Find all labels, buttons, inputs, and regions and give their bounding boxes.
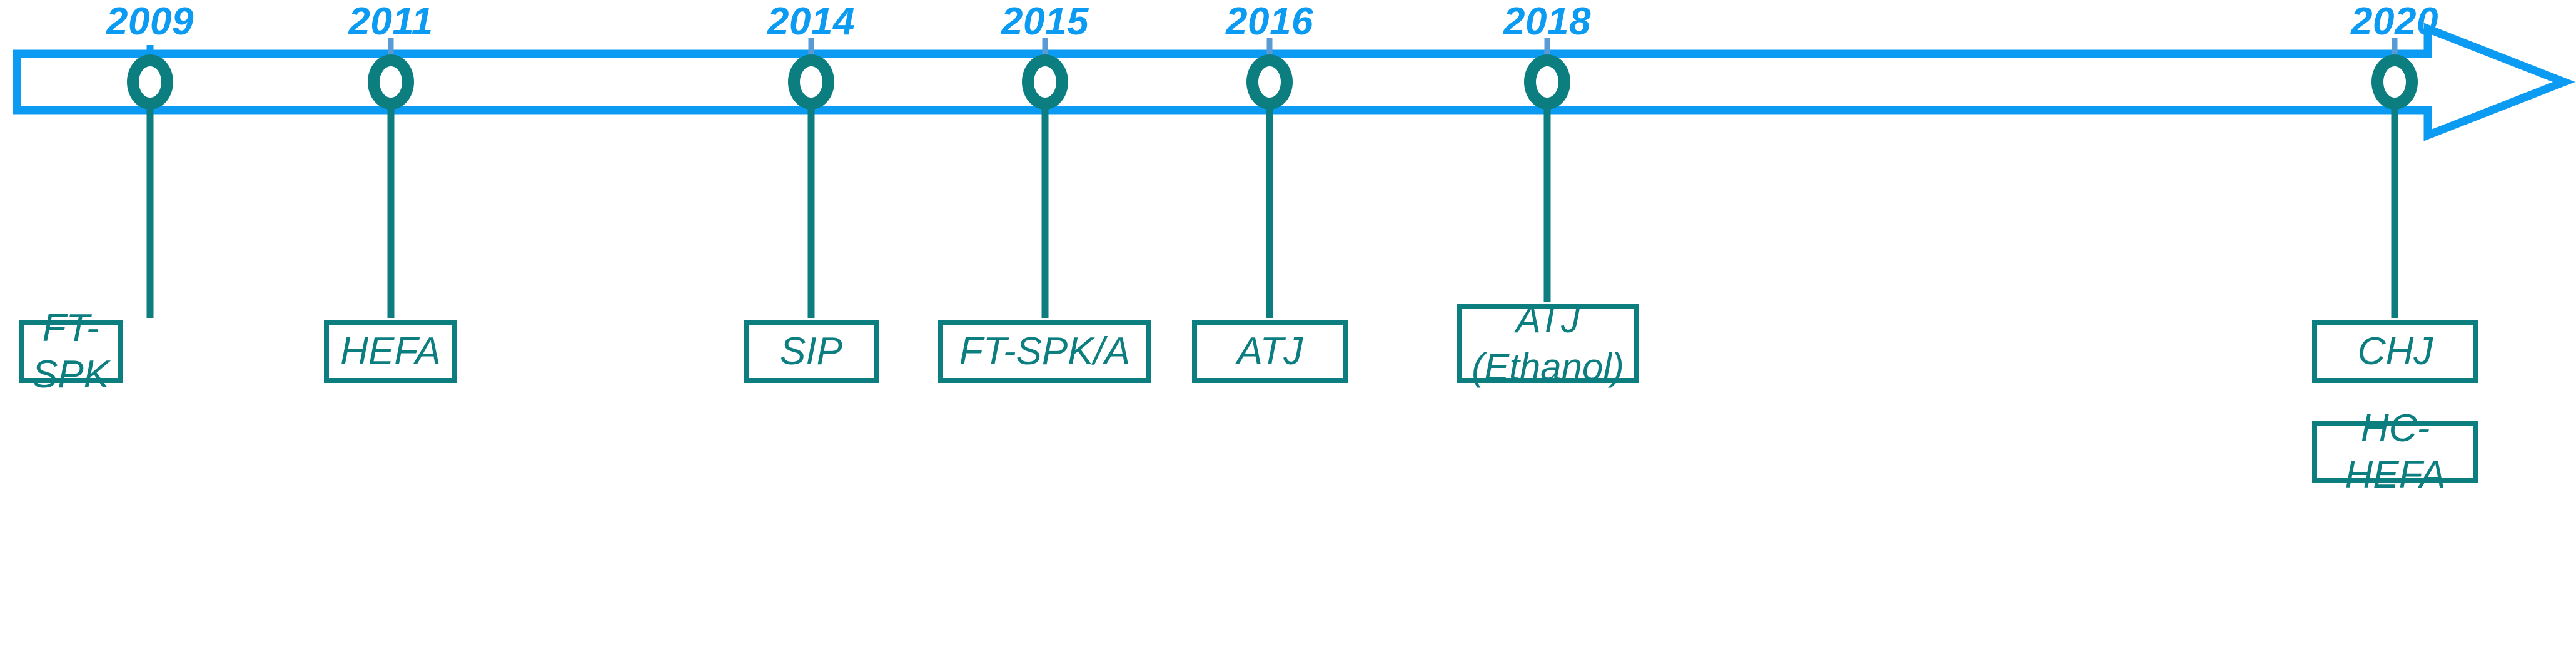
label-box-chj[interactable]: CHJ xyxy=(2312,320,2478,383)
label-box-ft-spk-a[interactable]: FT-SPK/A xyxy=(938,320,1151,383)
tick-down-2014 xyxy=(807,105,815,318)
label-box-text: FT-SPK xyxy=(31,307,110,396)
ring-marker-2016 xyxy=(1246,54,1293,110)
tick-down-2016 xyxy=(1266,105,1273,318)
ring-marker-2020 xyxy=(2371,54,2418,110)
label-box-text: ATJ (Ethanol) xyxy=(1472,298,1624,388)
label-box-atj-ethanol[interactable]: ATJ (Ethanol) xyxy=(1457,299,1639,388)
ring-marker-2014 xyxy=(788,54,834,110)
label-box-text: CHJ xyxy=(2357,330,2433,373)
tick-up-2009 xyxy=(146,45,154,59)
label-box-hc-hefa[interactable]: HC-HEFA xyxy=(2312,407,2478,496)
ring-marker-2009 xyxy=(127,54,173,110)
tick-up-2011 xyxy=(388,38,394,59)
tick-down-2011 xyxy=(387,105,395,318)
label-box-text: HC-HEFA xyxy=(2345,407,2446,496)
year-label-2018: 2018 xyxy=(1503,0,1591,43)
tick-down-2009 xyxy=(146,105,154,318)
label-box-text: SIP xyxy=(780,330,842,373)
label-box-text: FT-SPK/A xyxy=(959,330,1131,373)
year-label-2016: 2016 xyxy=(1226,0,1313,43)
label-box-atj[interactable]: ATJ xyxy=(1192,320,1348,383)
label-box-text: HEFA xyxy=(340,330,441,373)
tick-down-2020 xyxy=(2391,105,2398,318)
label-box-text: ATJ xyxy=(1236,330,1303,373)
year-label-2011: 2011 xyxy=(348,0,433,43)
label-box-ft-spk[interactable]: FT-SPK xyxy=(19,307,123,396)
tick-up-2018 xyxy=(1544,38,1550,59)
year-label-2014: 2014 xyxy=(767,0,855,43)
tick-up-2016 xyxy=(1266,38,1273,59)
tick-up-2014 xyxy=(808,38,814,59)
tick-down-2015 xyxy=(1041,105,1049,318)
ring-marker-2018 xyxy=(1524,54,1570,110)
label-box-sip[interactable]: SIP xyxy=(744,320,879,383)
label-box-hefa[interactable]: HEFA xyxy=(324,320,457,383)
year-label-2020: 2020 xyxy=(2351,0,2438,43)
ring-marker-2011 xyxy=(368,54,414,110)
tick-up-2020 xyxy=(2392,38,2398,59)
tick-up-2015 xyxy=(1042,38,1048,59)
tick-down-2018 xyxy=(1543,105,1551,302)
year-label-2015: 2015 xyxy=(1001,0,1089,43)
year-label-2009: 2009 xyxy=(106,0,194,43)
ring-marker-2015 xyxy=(1022,54,1068,110)
